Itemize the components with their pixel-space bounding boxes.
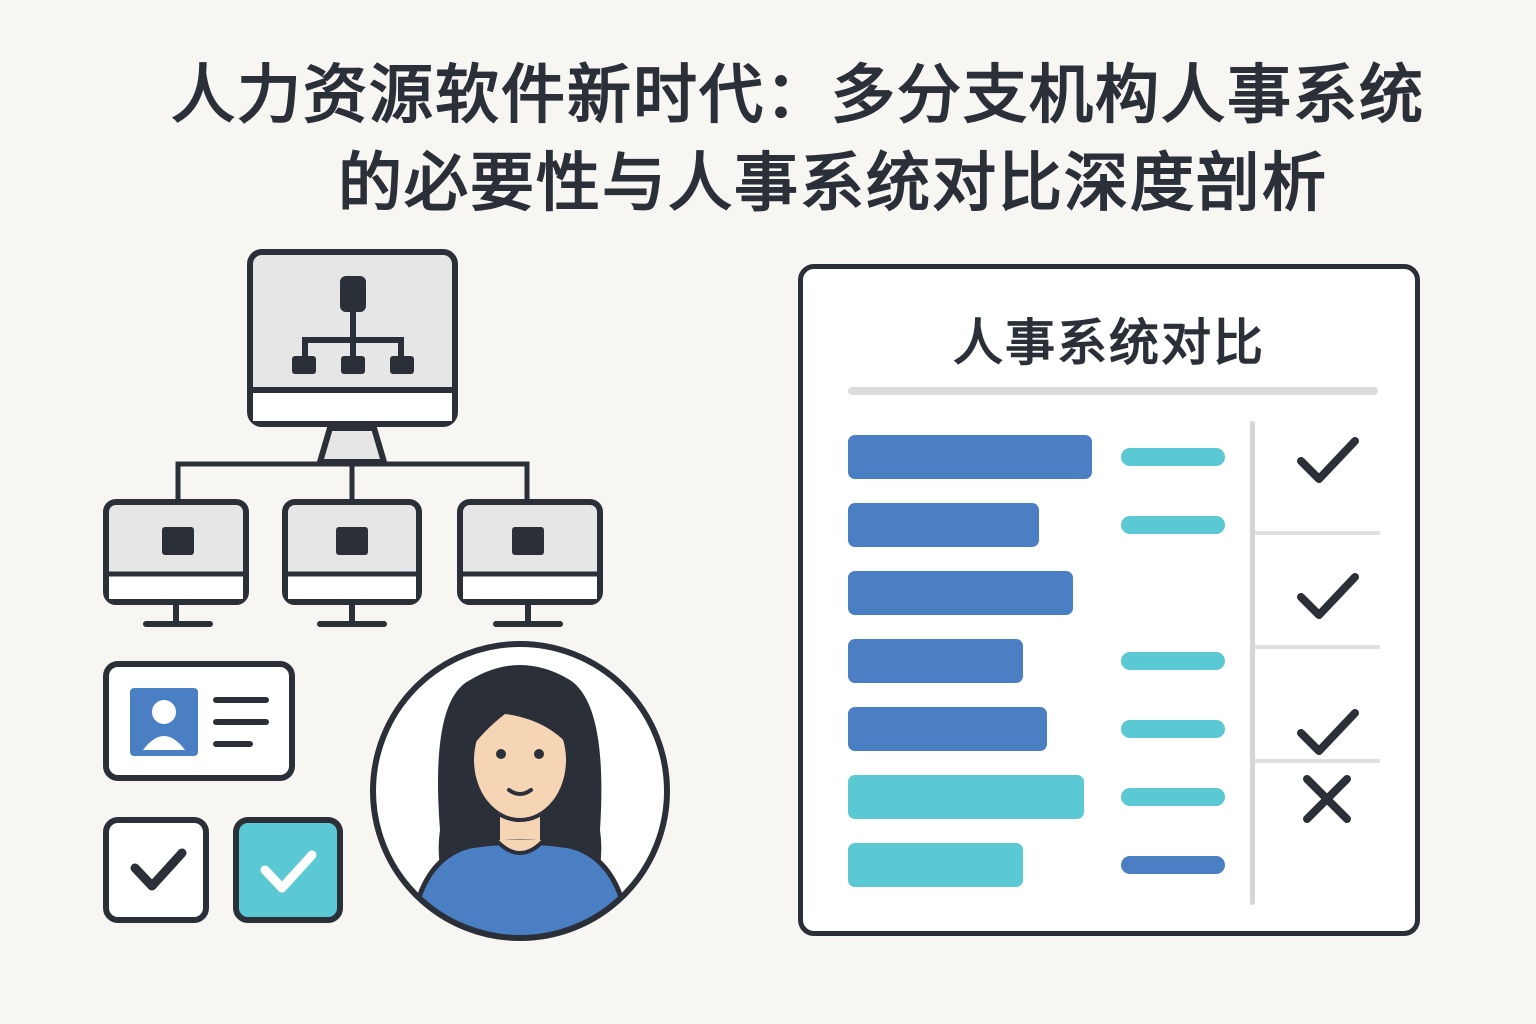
comparison-row xyxy=(803,707,1415,755)
checkbox-checked-icon xyxy=(233,817,343,923)
row-separator xyxy=(1255,531,1380,535)
branch-computer-icon xyxy=(103,499,249,627)
panel-divider xyxy=(848,387,1378,395)
row-separator xyxy=(1255,759,1380,763)
comparison-row xyxy=(803,775,1415,823)
row-separator xyxy=(1255,645,1380,649)
hr-illustration xyxy=(103,249,670,941)
employee-avatar-icon xyxy=(370,641,670,941)
comparison-panel-title: 人事系统对比 xyxy=(953,314,1265,372)
id-card-icon xyxy=(103,661,295,781)
comparison-bar-primary xyxy=(848,503,1039,547)
comparison-bar-primary xyxy=(848,707,1047,751)
comparison-bar-primary xyxy=(848,571,1073,615)
comparison-bar-primary xyxy=(848,775,1084,819)
comparison-row xyxy=(803,503,1415,551)
network-connectors xyxy=(175,461,530,500)
comparison-bar-secondary xyxy=(1121,720,1225,738)
checkbox-checked-icon xyxy=(103,817,209,923)
comparison-row xyxy=(803,843,1415,891)
title-line-1: 人力资源软件新时代：多分支机构人事系统 xyxy=(171,59,1425,133)
comparison-bar-primary xyxy=(848,639,1023,683)
comparison-row xyxy=(803,639,1415,687)
checkmark-icon xyxy=(1297,709,1359,755)
comparison-bar-primary xyxy=(848,843,1023,887)
branch-computer-icon xyxy=(282,499,422,627)
main-computer-icon xyxy=(247,249,458,465)
title-line-2: 的必要性与人事系统对比深度剖析 xyxy=(338,147,1328,221)
comparison-bar-primary xyxy=(848,435,1092,479)
comparison-bar-secondary xyxy=(1121,856,1225,874)
comparison-column-divider xyxy=(1250,421,1255,905)
comparison-bar-secondary xyxy=(1121,516,1225,534)
checkmark-icon xyxy=(1297,437,1359,483)
checkmark-icon xyxy=(1297,573,1359,619)
page-title: 人力资源软件新时代：多分支机构人事系统 的必要性与人事系统对比深度剖析 xyxy=(0,52,1536,228)
comparison-row xyxy=(803,435,1415,483)
branch-computer-icon xyxy=(457,499,603,627)
comparison-bar-secondary xyxy=(1121,448,1225,466)
comparison-bar-secondary xyxy=(1121,652,1225,670)
comparison-bar-secondary xyxy=(1121,788,1225,806)
comparison-panel: 人事系统对比 xyxy=(798,264,1420,936)
org-chart-icon xyxy=(292,276,414,374)
comparison-row xyxy=(803,571,1415,619)
cross-icon xyxy=(1303,775,1351,823)
